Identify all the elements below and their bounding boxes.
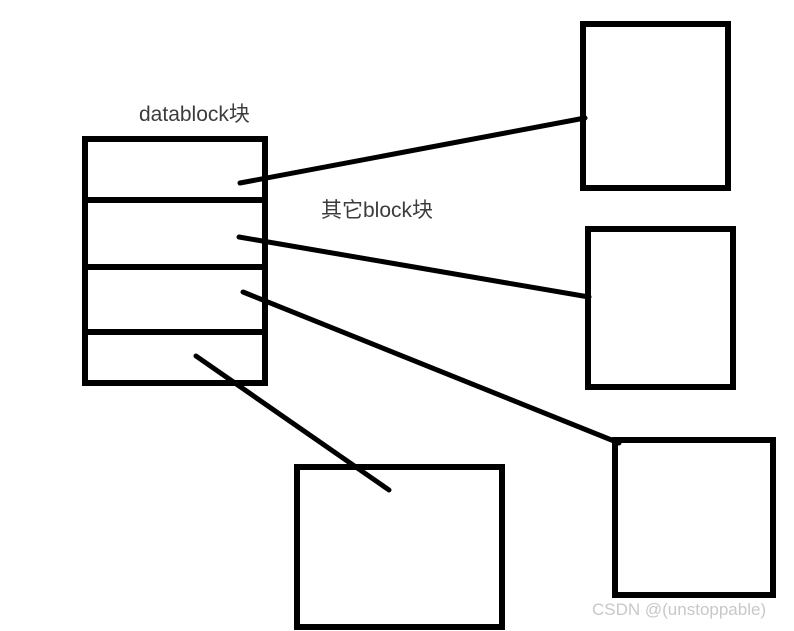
- box-bottom-right: [612, 437, 776, 598]
- datablock-stack: [82, 136, 268, 386]
- stack-row-2: [82, 197, 268, 270]
- connector-row1-to-top-right: [237, 115, 588, 186]
- box-middle-right: [585, 226, 736, 390]
- label-datablock: datablock块: [139, 103, 250, 126]
- box-top-right: [580, 21, 731, 191]
- stack-row-1: [82, 136, 268, 203]
- box-bottom-middle: [294, 464, 505, 630]
- connector-row3-to-bottom-right: [240, 289, 622, 446]
- stack-row-3: [82, 264, 268, 335]
- connector-row2-to-middle-right: [236, 234, 592, 300]
- csdn-watermark: CSDN @(unstoppable): [592, 600, 767, 619]
- connector-row4-to-bottom-middle: [193, 353, 392, 493]
- stack-row-4: [82, 329, 268, 386]
- label-other-block: 其它block块: [321, 199, 434, 222]
